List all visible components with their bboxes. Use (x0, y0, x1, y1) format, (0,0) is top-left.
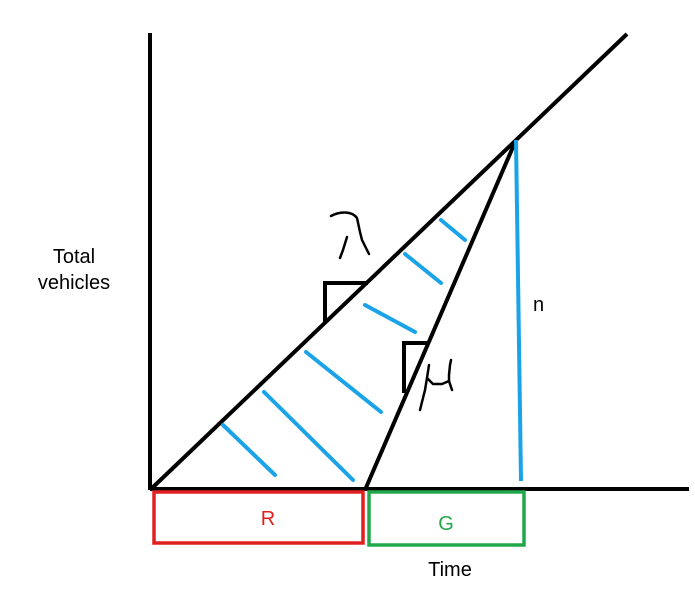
red-phase-label: R (260, 508, 276, 530)
n-label: n (533, 294, 545, 316)
hatch-line (403, 252, 443, 285)
hatch-line (262, 390, 355, 482)
n-line (514, 139, 523, 482)
red-phase-box (152, 490, 365, 545)
green-phase-label: G (438, 513, 454, 535)
hatch-line (439, 218, 467, 242)
mu-slope-marker (402, 341, 428, 393)
lambda-symbol (329, 211, 371, 260)
hatch-line (304, 350, 383, 414)
departure-line (363, 139, 518, 491)
hatch-line (221, 423, 277, 477)
mu-symbol (418, 358, 454, 412)
queue-hatching (221, 218, 467, 482)
x-axis-label: Time (428, 559, 472, 581)
arrival-line (148, 32, 629, 492)
green-phase-box (367, 490, 526, 547)
lambda-slope-marker (323, 281, 368, 323)
y-axis-label: Total vehicles (37, 246, 111, 294)
hatch-line (363, 303, 417, 334)
